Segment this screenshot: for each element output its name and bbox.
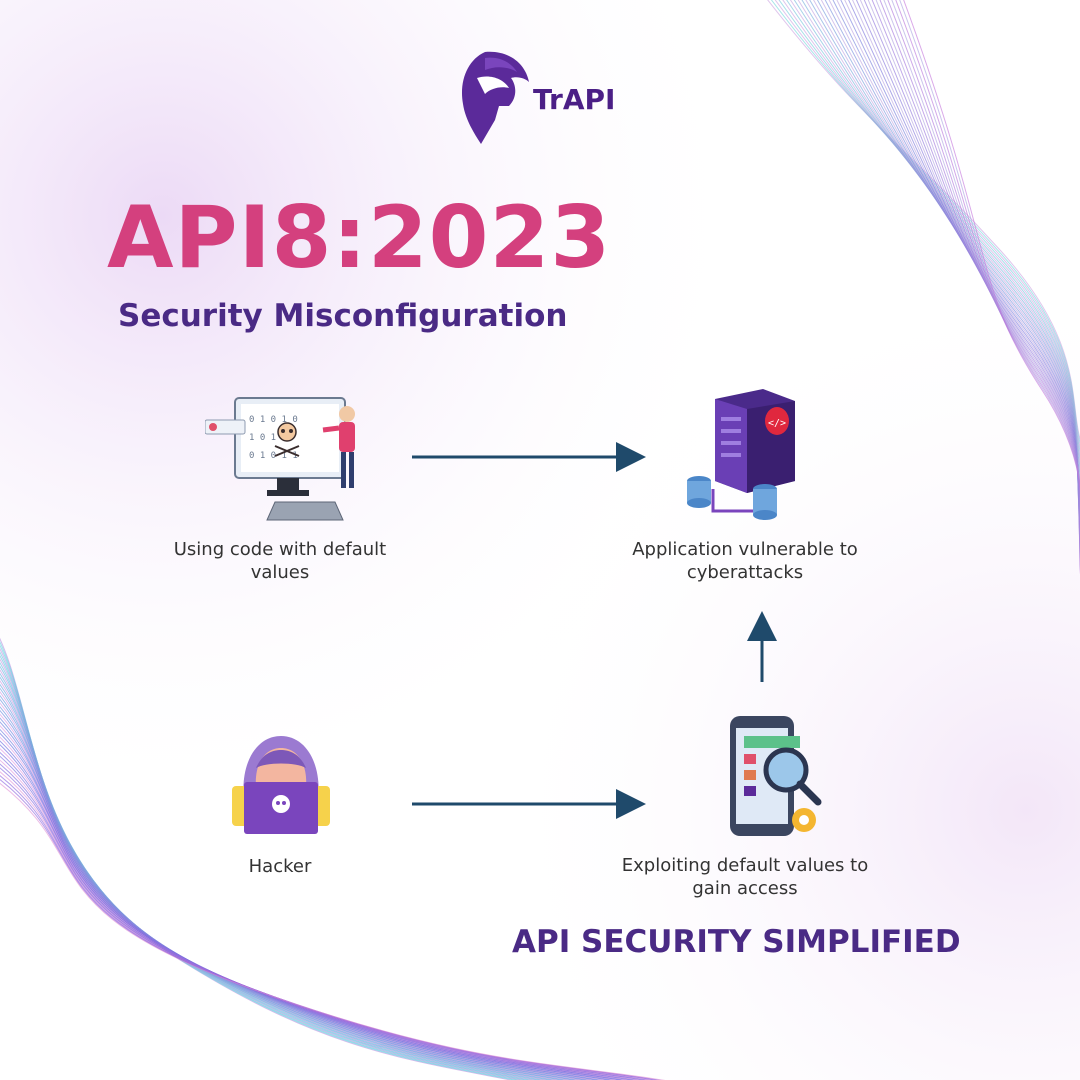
svg-text:</>: </> bbox=[768, 418, 786, 429]
wave-line bbox=[899, 0, 1080, 570]
wave-line bbox=[895, 0, 1080, 567]
brand-logo: TrAPI bbox=[455, 48, 655, 148]
footer-tagline: API SECURITY SIMPLIFIED bbox=[512, 924, 961, 960]
svg-text:0 1 0 1 0: 0 1 0 1 0 bbox=[249, 415, 298, 425]
wave-line bbox=[0, 782, 666, 1080]
phone-magnifier-icon bbox=[730, 716, 822, 836]
page-title: API8:2023 bbox=[107, 188, 612, 288]
node-label-default-code: Using code with default values bbox=[173, 539, 387, 583]
server-bug-icon: </> bbox=[687, 389, 795, 520]
node-label-hacker: Hacker bbox=[248, 856, 312, 877]
svg-text:1 0 1 0: 1 0 1 0 bbox=[249, 433, 287, 443]
wave-line bbox=[903, 0, 1080, 574]
computer-skull-icon: 0 1 0 1 0 1 0 1 0 0 1 0 1 1 bbox=[205, 397, 355, 521]
helmet-logo-icon bbox=[461, 51, 529, 144]
page-subtitle: Security Misconfiguration bbox=[118, 298, 568, 334]
hooded-hacker-icon bbox=[232, 736, 330, 834]
node-label-vulnerable-app: Application vulnerable to cyberattacks bbox=[632, 539, 858, 583]
brand-name: TrAPI bbox=[533, 83, 616, 116]
node-label-exploit: Exploiting default values to gain access bbox=[621, 855, 869, 899]
svg-text:0 1 0 1 1: 0 1 0 1 1 bbox=[249, 451, 298, 461]
